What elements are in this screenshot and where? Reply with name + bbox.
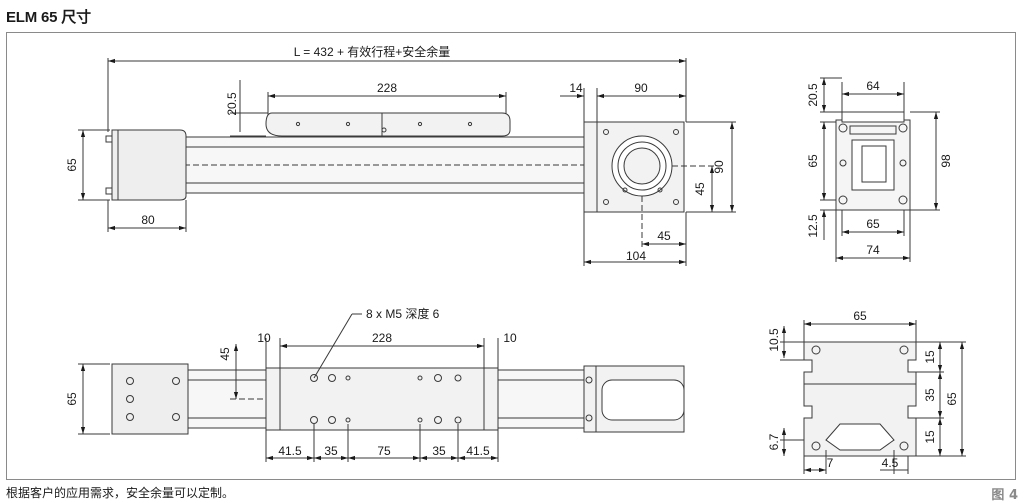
profile-top-offset: 10.5 (767, 328, 781, 352)
top-length-label: L = 432 + 有效行程+安全余量 (294, 44, 451, 59)
footnote: 根据客户的应用需求，安全余量可以定制。 (6, 486, 235, 500)
top-motor-total: 104 (626, 249, 646, 263)
end-view (820, 77, 940, 262)
end-top-width: 64 (866, 79, 880, 93)
bottom-hole-note: 8 x M5 深度 6 (366, 306, 440, 321)
bottom-view (78, 313, 685, 462)
top-end-cap: 80 (141, 213, 155, 227)
top-carriage-length: 228 (377, 81, 397, 95)
top-motor-height: 90 (712, 160, 726, 174)
top-height: 65 (65, 158, 79, 172)
profile-groove-right: 4.5 (882, 456, 899, 470)
top-view-labels: L = 432 + 有效行程+安全余量 228 20.5 65 80 14 90… (65, 44, 726, 263)
end-height: 65 (806, 154, 820, 168)
bottom-pitch-2: 35 (324, 444, 338, 458)
bottom-height: 65 (65, 392, 79, 406)
top-motor-width: 90 (634, 81, 648, 95)
drawing-frame (6, 32, 1016, 480)
top-carriage-offset: 20.5 (225, 92, 239, 116)
bottom-view-labels: 8 x M5 深度 6 228 10 10 45 65 41.5 35 75 3… (65, 306, 517, 458)
end-view-labels: 20.5 64 65 98 12.5 65 74 (806, 79, 953, 257)
page-title: ELM 65 尺寸 (6, 9, 91, 26)
bottom-pitch-5: 41.5 (466, 444, 490, 458)
end-offset-bottom: 12.5 (806, 214, 820, 238)
top-gap: 14 (569, 81, 583, 95)
bottom-offset: 45 (218, 347, 232, 361)
profile-width: 65 (853, 309, 867, 323)
bottom-pitch-3: 75 (377, 444, 391, 458)
figure-label: 图 4 (991, 488, 1018, 503)
profile-view-labels: 65 10.5 15 35 15 65 6.7 7 4.5 (767, 309, 959, 470)
top-view (78, 58, 736, 266)
end-offset-top: 20.5 (806, 83, 820, 107)
end-total-height: 98 (939, 154, 953, 168)
profile-view (780, 320, 966, 474)
profile-slot-a: 15 (923, 350, 937, 364)
bottom-hole-span: 228 (372, 331, 392, 345)
bottom-pitch-1: 41.5 (278, 444, 302, 458)
profile-slot-b: 15 (923, 430, 937, 444)
bottom-margin-right: 10 (503, 331, 517, 345)
end-total-width: 74 (866, 243, 880, 257)
profile-groove-left: 7 (827, 456, 834, 470)
bottom-pitch-4: 35 (432, 444, 446, 458)
profile-height: 65 (945, 392, 959, 406)
profile-bottom-offset: 6.7 (767, 433, 781, 450)
profile-slot-mid: 35 (923, 388, 937, 402)
top-motor-center-v: 45 (693, 182, 707, 196)
bottom-margin-left: 10 (257, 331, 271, 345)
top-motor-center-h: 45 (657, 229, 671, 243)
end-base-width: 65 (866, 217, 880, 231)
